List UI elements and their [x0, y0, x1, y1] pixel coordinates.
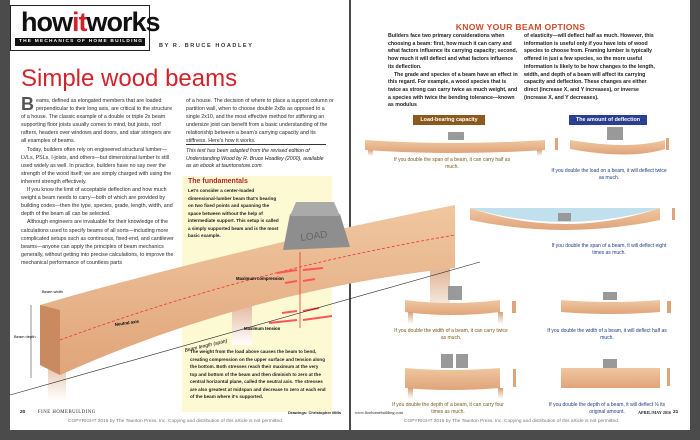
beam-end — [40, 305, 60, 375]
load-block — [283, 214, 350, 250]
logo-works: works — [86, 7, 161, 37]
beam-load-deflection — [570, 127, 669, 155]
section-title: KNOW YOUR BEAM OPTIONS — [455, 22, 586, 32]
page-number: 21 — [673, 410, 679, 415]
copyright: COPYRIGHT 2015 by The Taunton Press, Inc… — [68, 419, 284, 424]
article-title: Simple wood beams — [21, 65, 238, 92]
logo-how: how — [21, 7, 73, 37]
beam — [40, 205, 455, 375]
neutral-axis-label: Neutral axis — [114, 319, 139, 327]
deflection-caption: If you double the depth of a beam, it wi… — [548, 402, 666, 416]
byline: BY R. BRUCE HOADLEY — [159, 43, 254, 49]
deflection-caption: If you double the load on a beam, it wil… — [551, 168, 667, 182]
logo-it: it — [72, 7, 87, 37]
beam-width-load — [405, 286, 516, 324]
magazine-name: FINE HOMEBUILDING — [38, 410, 96, 415]
max-tension-label: Maximum tension — [244, 326, 281, 331]
paragraph: Although engineers are invaluable for th… — [21, 219, 174, 266]
paragraph: The grade and species of a beam have an … — [388, 71, 518, 109]
deflection-caption: If you double the span of a beam, it wil… — [551, 243, 667, 257]
max-compression-label: Maximum compression — [236, 276, 284, 281]
paragraph: eams, defined as elongated members that … — [21, 98, 173, 145]
body-column-2: of a house. The decision of where to pla… — [186, 98, 334, 145]
fundamentals-caption: The weight from the load above causes th… — [190, 349, 326, 399]
fundamentals-text: Let's consider a center-loaded dimension… — [188, 188, 279, 238]
beam-depth-load — [405, 354, 516, 399]
drawing-credit: Drawings: Christopher Mills — [288, 410, 342, 415]
deflection-header: The amount of deflection — [569, 115, 647, 125]
beam-span-deflection — [470, 208, 675, 230]
paragraph: If you know the limit of acceptable defl… — [21, 187, 173, 218]
paragraph: Today, builders often rely on engineered… — [21, 146, 172, 185]
beam-width-deflection — [561, 292, 671, 314]
span-dimension-line — [9, 261, 481, 396]
load-caption: If you double the width of a beam, it ca… — [394, 328, 508, 342]
paragraph: Builders face two primary considerations… — [388, 33, 518, 70]
load-caption: If you double the depth of a beam, it ca… — [392, 402, 504, 416]
beam-span-load — [365, 132, 558, 156]
load-capacity-header: Load-bearing capacity — [413, 115, 485, 125]
copyright: COPYRIGHT 2015 by The Taunton Press, Inc… — [404, 419, 620, 424]
source-note: This text has been adapted from the revi… — [186, 144, 326, 171]
drop-cap: B — [21, 94, 34, 114]
issue-date: APRIL/MAY 2016 — [638, 410, 672, 415]
beam-depth-deflection — [561, 359, 670, 388]
beam-length-label: Beam length (span) — [184, 338, 228, 354]
beam-depth-label: Beam depth — [14, 334, 36, 339]
right-column-2: of elasticity—will deflect half as much.… — [524, 33, 655, 101]
load-label: LOAD — [300, 229, 329, 244]
page-number: 20 — [20, 410, 26, 415]
load-caption: If you double the span of a beam, it can… — [393, 157, 511, 171]
beam-width-label: Beam width — [42, 289, 63, 294]
deflection-caption: If you double the width of a beam, it wi… — [547, 328, 667, 342]
fundamentals-heading: The fundamentals — [188, 178, 248, 185]
right-column-1: Builders face two primary considerations… — [388, 33, 518, 110]
load-block-top — [290, 202, 340, 216]
small-beam-diagrams — [365, 127, 675, 399]
website[interactable]: www.finehomebuilding.com — [355, 410, 403, 415]
howitworks-logo: howitworks THE MECHANICS OF HOME BUILDIN… — [10, 5, 161, 51]
logo-tagline: THE MECHANICS OF HOME BUILDING — [15, 38, 145, 46]
